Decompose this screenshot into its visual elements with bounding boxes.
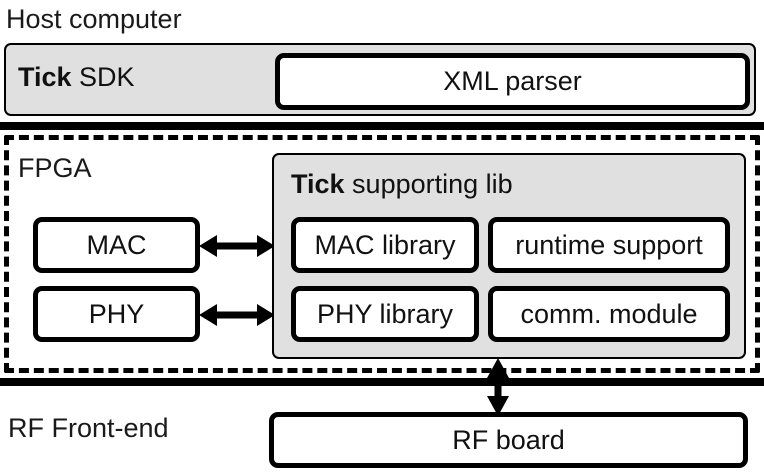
fpga-to-rf-board-arrow	[484, 358, 512, 416]
rf-front-end-caption: RF Front-end	[8, 413, 169, 443]
tick-sdk-panel: Tick SDK XML parser	[4, 43, 756, 116]
phy-box[interactable]: PHY	[33, 286, 200, 342]
xml-parser-label: XML parser	[443, 66, 582, 96]
rf-board-label: RF board	[452, 424, 565, 455]
fpga-dashed-boundary	[4, 135, 760, 373]
tick-supporting-lib-title-rest: supporting lib	[344, 169, 513, 199]
host-fpga-divider	[0, 122, 764, 130]
fpga-caption: FPGA	[18, 153, 92, 183]
mac-library-label: MAC library	[314, 229, 456, 260]
host-computer-caption: Host computer	[6, 4, 182, 34]
phy-label: PHY	[88, 298, 145, 329]
mac-library-box[interactable]: MAC library	[291, 217, 479, 273]
phy-library-box[interactable]: PHY library	[291, 286, 479, 342]
phy-to-phy-library-arrow	[199, 301, 275, 329]
tick-supporting-lib-title: Tick supporting lib	[291, 171, 513, 198]
tick-sdk-title-rest: SDK	[71, 62, 135, 92]
mac-to-mac-library-arrow	[199, 232, 275, 260]
fpga-rf-divider	[0, 378, 764, 386]
tick-supporting-lib-panel: Tick supporting lib MAC library runtime …	[272, 153, 746, 359]
tick-sdk-title-strong: Tick	[18, 62, 72, 92]
comm-module-label: comm. module	[520, 298, 698, 329]
mac-box[interactable]: MAC	[33, 217, 200, 273]
rf-board-box[interactable]: RF board	[269, 412, 748, 468]
mac-label: MAC	[86, 229, 147, 260]
xml-parser-box[interactable]: XML parser	[275, 53, 750, 110]
tick-sdk-title: Tick SDK	[18, 64, 135, 91]
phy-library-label: PHY library	[316, 298, 454, 329]
tick-supporting-lib-title-strong: Tick	[291, 169, 345, 199]
runtime-support-label: runtime support	[515, 229, 703, 260]
runtime-support-box[interactable]: runtime support	[488, 217, 730, 273]
comm-module-box[interactable]: comm. module	[488, 286, 730, 342]
